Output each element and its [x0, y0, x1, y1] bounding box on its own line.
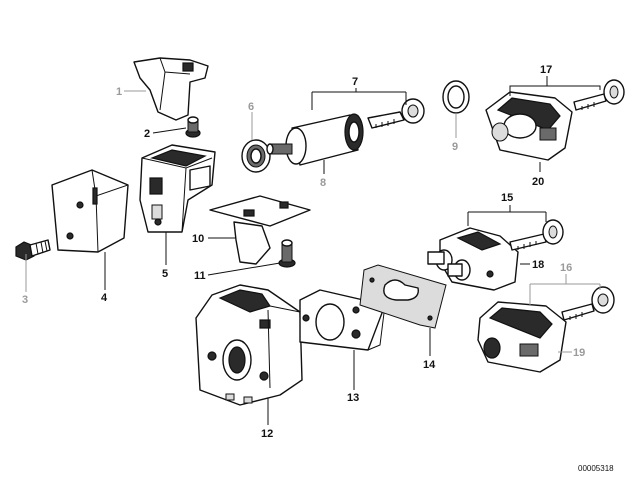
callout-5: 5 [162, 268, 168, 280]
part-11-screw [278, 239, 296, 268]
part-10-catch-plate [209, 195, 311, 265]
callout-7: 7 [352, 76, 358, 88]
part-2-screw [185, 116, 201, 138]
part-16-key [561, 286, 615, 321]
part-12-base-block [195, 284, 303, 406]
callout-10: 10 [192, 233, 204, 245]
callout-20: 20 [532, 176, 544, 188]
part-19-lock-assembly [477, 301, 567, 373]
part-4-angle-bracket [51, 169, 129, 253]
part-14-gasket [359, 264, 447, 329]
callout-2: 2 [144, 128, 150, 140]
callout-18: 18 [532, 259, 544, 271]
part-7-key [367, 98, 425, 129]
callout-3: 3 [22, 294, 28, 306]
callout-19: 19 [573, 347, 585, 359]
part-20-lock-assembly [485, 91, 573, 161]
part-6-ring-nut [241, 139, 271, 173]
part-9-seal-ring [442, 80, 470, 114]
callout-15: 15 [501, 192, 513, 204]
part-5-housing-bracket [139, 144, 216, 233]
part-15-key [509, 219, 564, 251]
callout-17: 17 [540, 64, 552, 76]
callout-16: 16 [560, 262, 572, 274]
part-8-lock-cylinder [266, 113, 364, 166]
part-1-latch-clip [133, 57, 209, 121]
callout-1: 1 [116, 86, 122, 98]
part-3-bolt [15, 239, 51, 261]
callout-11: 11 [194, 270, 206, 282]
part-17-key [573, 79, 625, 111]
leader-lines [25, 76, 601, 425]
callout-14: 14 [423, 359, 436, 371]
callout-8: 8 [320, 177, 326, 189]
reference-number: 00005318 [578, 464, 614, 473]
callout-12: 12 [261, 428, 273, 440]
callout-6: 6 [248, 101, 254, 113]
callout-9: 9 [452, 141, 458, 153]
part-18-lock-with-pins [427, 227, 519, 291]
callout-13: 13 [347, 392, 359, 404]
callout-4: 4 [101, 292, 108, 304]
callout-labels: 1 2 3 4 5 6 7 8 9 10 11 12 13 14 15 16 1… [22, 64, 614, 473]
